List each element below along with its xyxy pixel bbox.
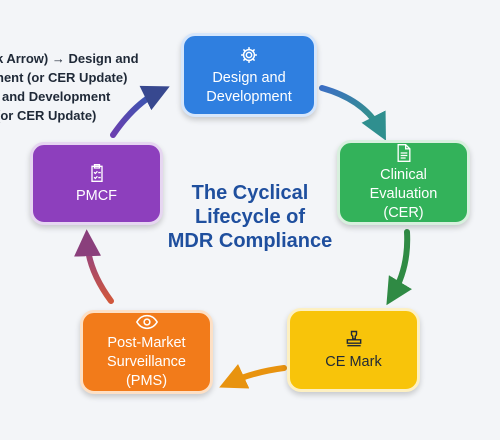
overlay-line-4: (or CER Update) [0,108,97,123]
arrow-pms-to-pmcf [74,229,114,304]
node-design-development: Design and Development [181,33,317,117]
node-label: CE Mark [325,354,382,370]
node-label: Clinical Evaluation (CER) [369,166,438,221]
node-label: Post-Market Surveillance (PMS) [107,335,186,389]
overlay-caption: k Arrow) → Design and nent (or CER Updat… [0,49,171,125]
overlay-line-3: and Development [2,89,111,104]
diagram-title: The Cyclical Lifecycle of MDR Compliance [160,181,340,253]
node-clinical-evaluation: Clinical Evaluation (CER) [337,140,470,225]
overlay-line-1: k Arrow) → Design and [0,51,139,66]
node-post-market-surveillance: Post-Market Surveillance (PMS) [80,310,213,394]
node-ce-mark: CE Mark [287,308,420,392]
arrow-cer-to-ce [386,229,412,306]
arrow-pmcf-to-design [110,85,170,138]
gear-icon [238,44,260,66]
arrow-ce-to-pms [219,363,287,389]
clipboard-icon [86,162,108,184]
title-line-1: The Cyclical [191,182,309,204]
node-label: Design and Development [206,69,292,105]
node-pmcf: PMCF [30,142,163,225]
eye-icon [135,313,158,331]
overlay-line-2: nent (or CER Update) [0,70,128,85]
document-icon [393,143,415,163]
stamp-icon [343,328,365,350]
title-line-3: MDR Compliance [167,230,333,252]
arrow-design-to-cer [319,85,386,141]
node-label: PMCF [75,187,118,204]
title-line-2: Lifecycle of [194,206,306,228]
